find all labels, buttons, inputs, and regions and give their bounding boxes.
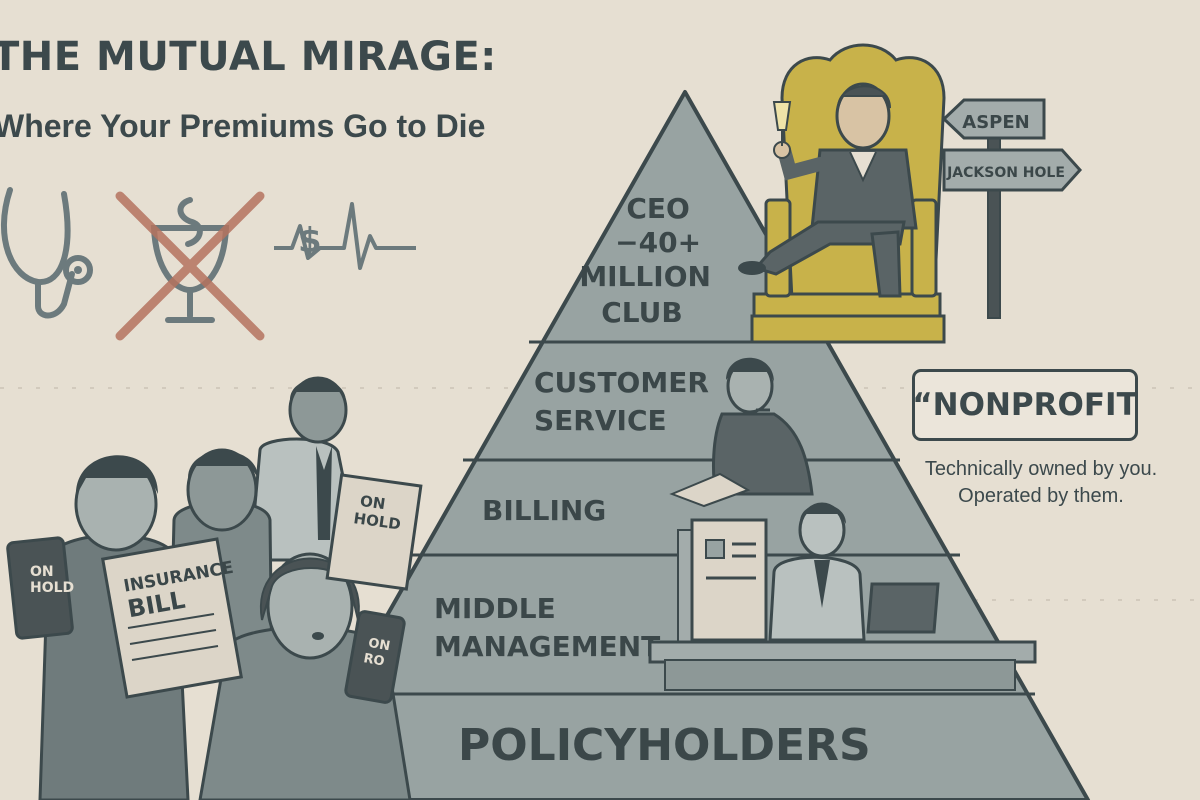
- tier-line: BILLING: [482, 494, 606, 527]
- phone-right-line-2: RO: [362, 651, 385, 669]
- crossed-out-medicine-icon: [115, 191, 265, 341]
- customer-service-agent: [669, 357, 814, 508]
- on-hold-sign: ON HOLD: [325, 473, 423, 591]
- tier-line: POLICYHOLDERS: [458, 720, 871, 771]
- tier-line: SERVICE: [534, 404, 667, 437]
- phone-left-line-2: HOLD: [30, 580, 74, 596]
- phone-left: ON HOLD: [6, 536, 74, 640]
- insurance-bill: INSURANCE BILL: [100, 537, 244, 699]
- tier-label-customer-service: CUSTOMER SERVICE: [534, 366, 719, 437]
- nonprofit-label: “NONPROFIT: [912, 387, 1138, 423]
- tier-label-middle-management: MIDDLE MANAGEMENT: [434, 592, 660, 663]
- page-title: THE MUTUAL MIRAGE:: [0, 34, 497, 80]
- tier-line: CUSTOMER: [534, 366, 709, 399]
- dollar-heartbeat-icon: $: [274, 202, 416, 270]
- stethoscope-icon: [0, 187, 93, 319]
- nonprofit-callout: “NONPROFIT: [912, 369, 1138, 441]
- page-subtitle: Where Your Premiums Go to Die: [0, 108, 486, 144]
- svg-text:$: $: [298, 221, 322, 261]
- signpost-top-label: ASPEN: [962, 112, 1029, 133]
- sign-right-line-1: ON: [359, 492, 387, 513]
- tier-line: MIDDLE: [434, 592, 556, 625]
- signpost: ASPEN JACKSON HOLE: [941, 98, 1083, 319]
- phone-right: ON RO: [344, 610, 406, 704]
- tier-line: MILLION: [579, 260, 711, 293]
- tier-line: CEO: [626, 192, 689, 225]
- middle-manager: [648, 502, 1037, 691]
- tier-line: CLUB: [601, 296, 682, 329]
- nonprofit-caption: Technically owned by you. Operated by th…: [924, 458, 1158, 507]
- tier-label-policyholders: POLICYHOLDERS: [458, 720, 871, 771]
- phone-right-line-1: ON: [367, 636, 391, 655]
- ceo-on-throne: [738, 43, 946, 344]
- signpost-bottom-label: JACKSON HOLE: [946, 165, 1065, 181]
- tier-line: −40+: [615, 226, 701, 259]
- tier-label-ceo: CEO −40+ MILLION CLUB: [579, 192, 720, 329]
- phone-left-line-1: ON: [30, 564, 54, 580]
- tier-label-billing: BILLING: [482, 494, 606, 527]
- tier-line: MANAGEMENT: [434, 630, 660, 663]
